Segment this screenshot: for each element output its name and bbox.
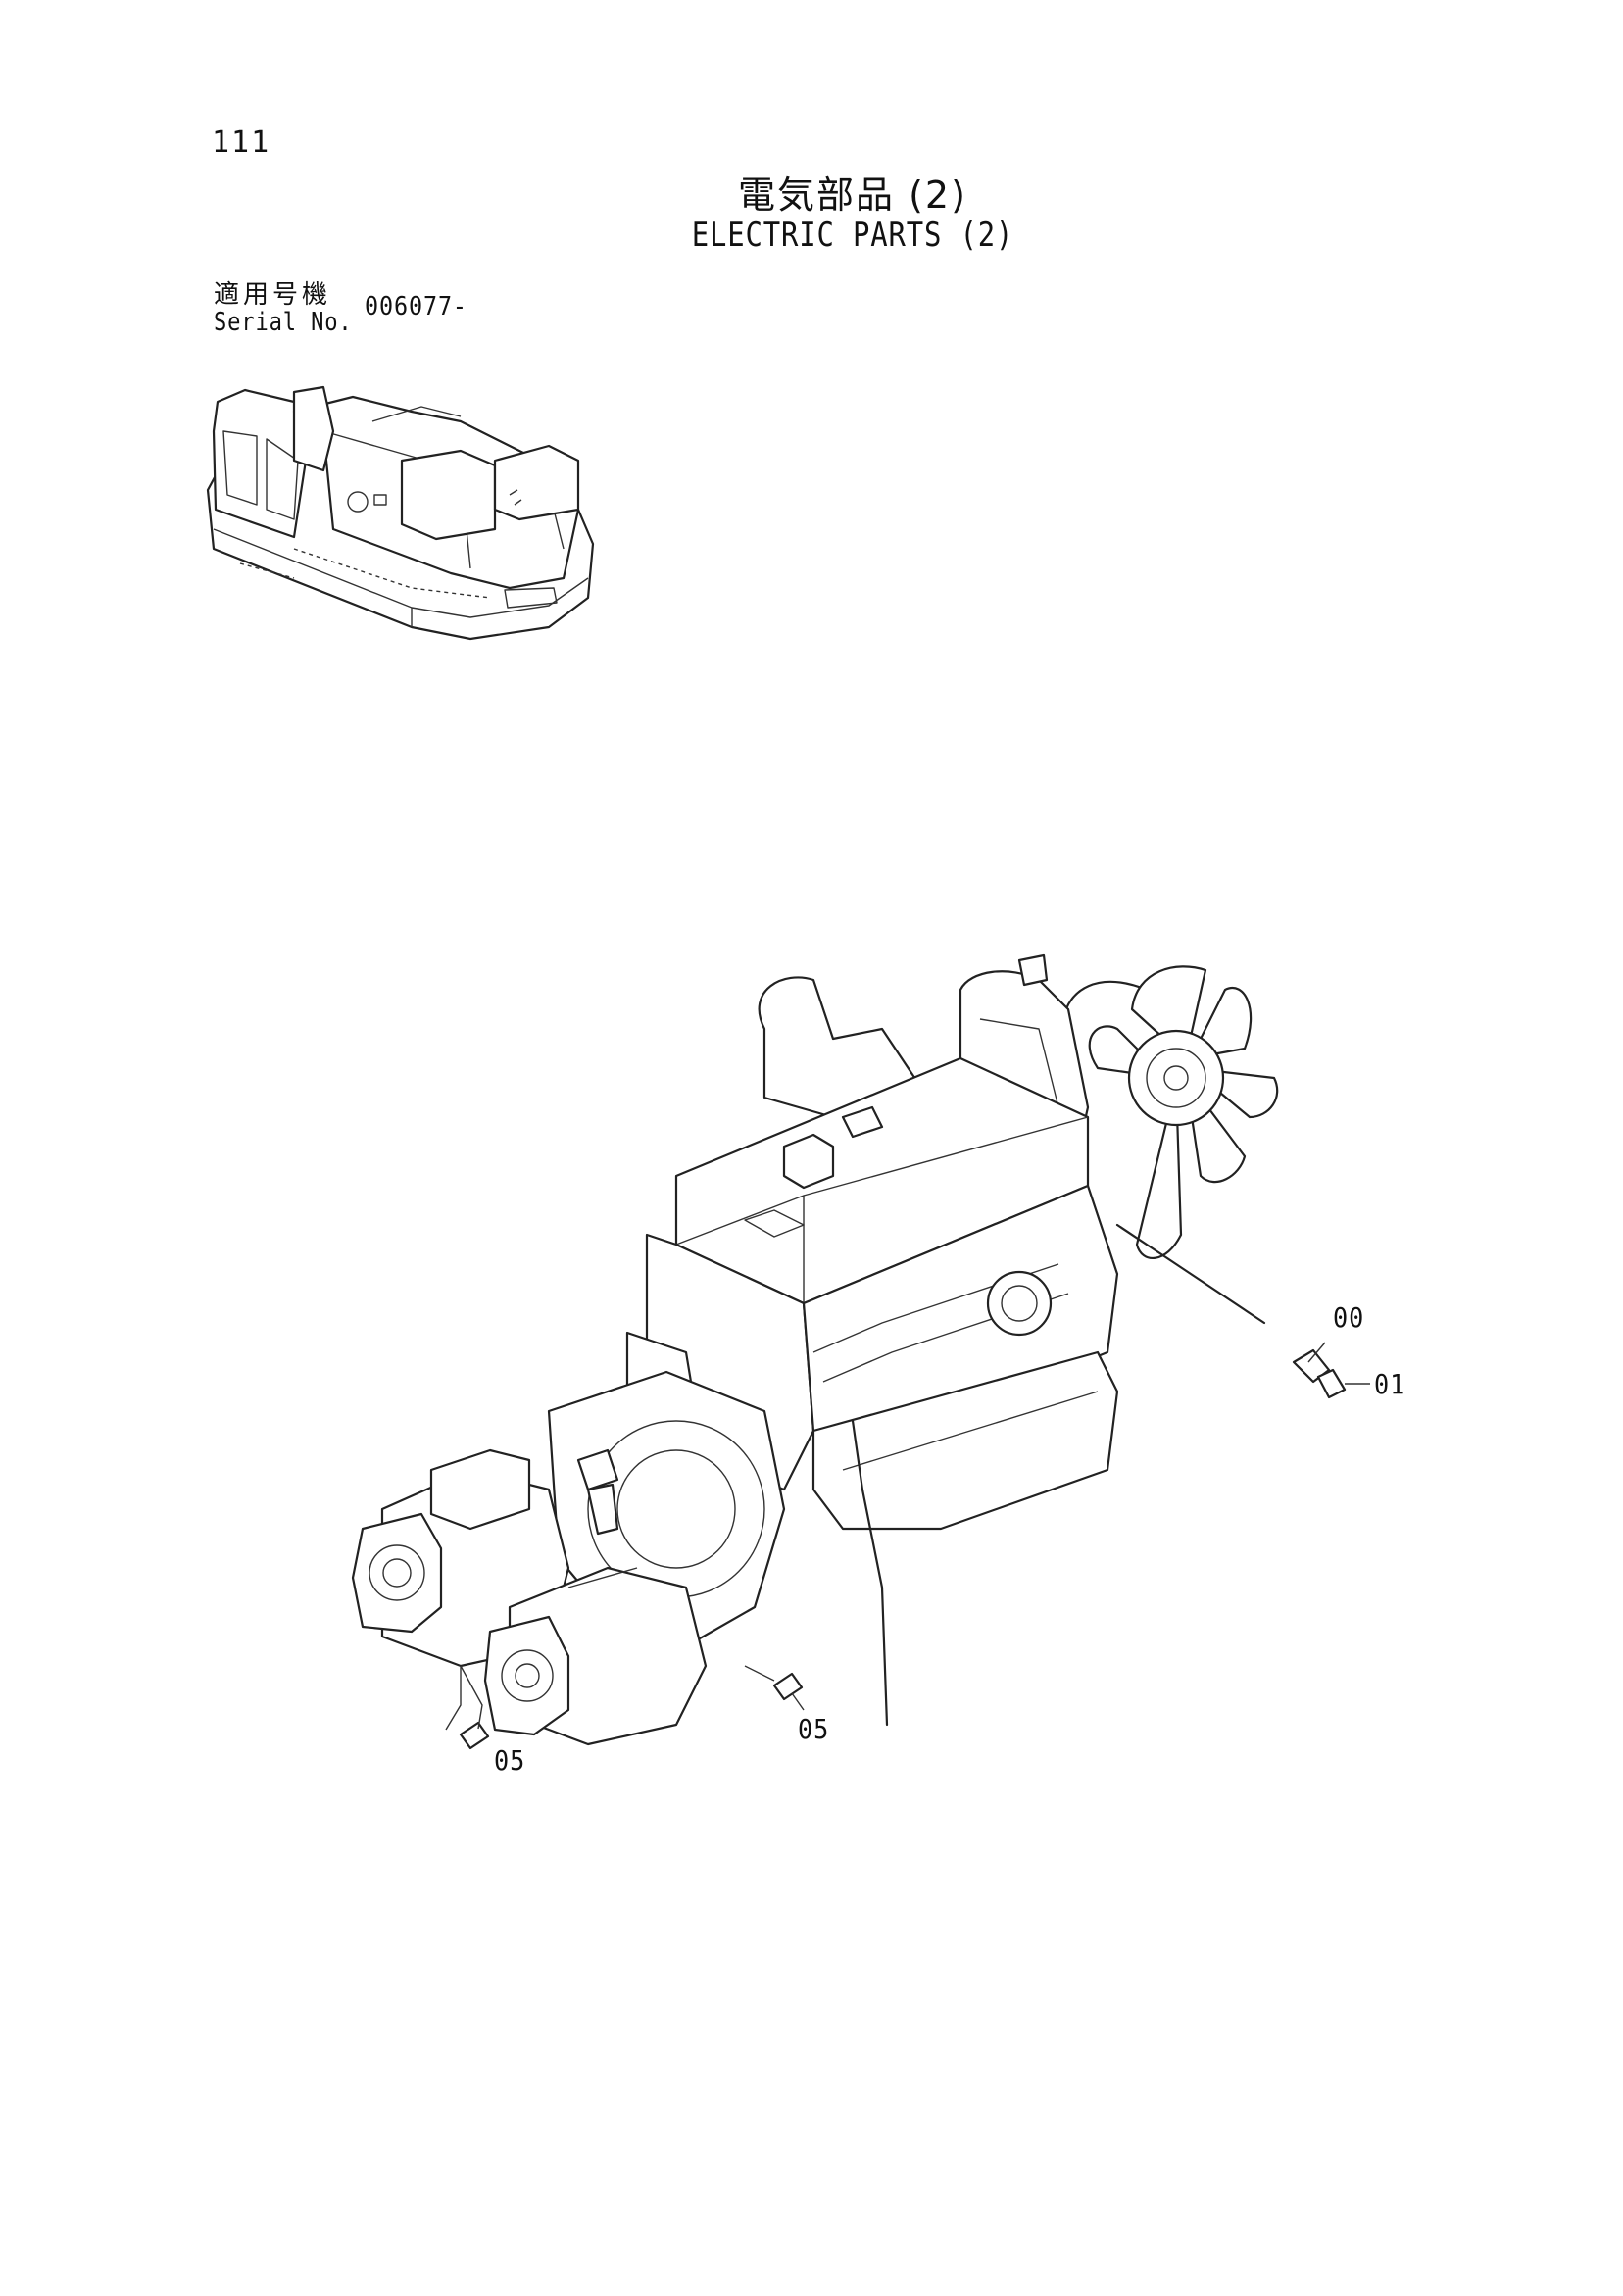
serial-label-english: Serial No.	[214, 308, 353, 337]
hydraulic-pump	[351, 1448, 708, 1746]
serial-number-value: 006077-	[365, 292, 467, 321]
sensors	[445, 1223, 1370, 1750]
serial-label-japanese: 適用号機	[214, 280, 332, 310]
callout-05-left: 05	[494, 1744, 526, 1777]
engine-block	[625, 1056, 1119, 1727]
callout-05-right: 05	[798, 1713, 830, 1745]
callout-01: 01	[1374, 1368, 1406, 1400]
page-title-english: ELECTRIC PARTS (2)	[691, 216, 1014, 255]
page-title-japanese: 電気部品 (2)	[738, 173, 967, 217]
page-number: 111	[212, 125, 271, 160]
callout-00: 00	[1333, 1301, 1365, 1334]
cooling-fan	[1061, 965, 1279, 1260]
excavator-outline	[206, 385, 595, 641]
